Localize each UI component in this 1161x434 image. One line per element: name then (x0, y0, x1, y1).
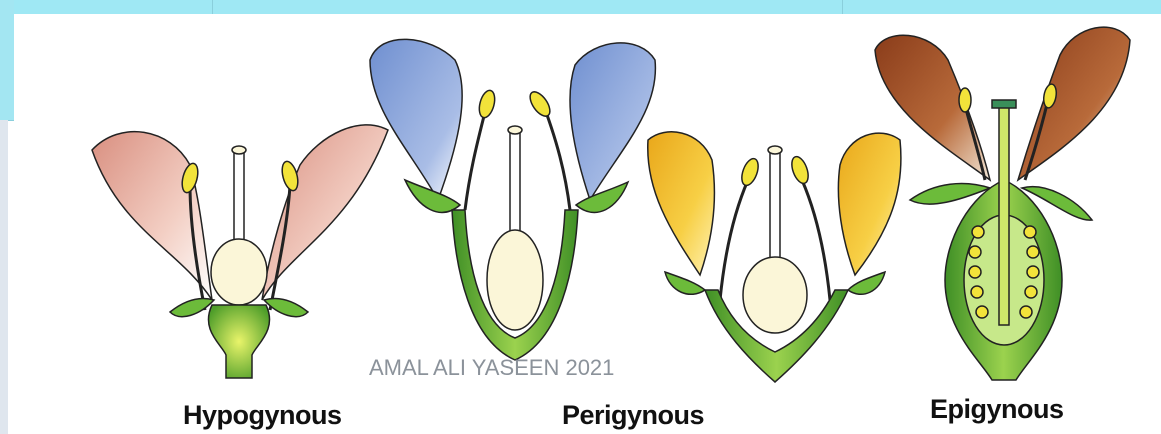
label-perigynous: Perigynous (562, 400, 704, 431)
perigynous-petal-left (370, 39, 462, 200)
hypogynous-sepal-left (170, 299, 214, 317)
perigynous-stigma (508, 126, 522, 134)
perigynous-petal-right (570, 43, 655, 200)
perigynous2-petal-left (648, 132, 715, 275)
perigynous2-petal-right (838, 133, 901, 275)
perigynous-flower-2 (648, 132, 901, 382)
hypogynous-petal-left (92, 132, 212, 300)
label-epigynous: Epigynous (930, 394, 1064, 425)
hypogynous-ovary (211, 239, 267, 305)
perigynous-stamen-left (465, 112, 485, 210)
perigynous-ovary (487, 230, 543, 330)
epigynous-anther-left (959, 88, 971, 112)
perigynous2-stigma (768, 146, 782, 154)
perigynous-sepal-right (576, 182, 628, 212)
perigynous-stamen-right (546, 112, 570, 210)
perigynous2-sepal-left (665, 272, 705, 294)
perigynous-anther-left (477, 89, 498, 120)
perigynous2-stamen-left (720, 180, 748, 300)
epigynous-style (999, 105, 1009, 325)
perigynous2-anther-right (789, 154, 812, 185)
watermark-text: AMAL ALI YASEEN 2021 (369, 355, 614, 381)
perigynous-style (510, 130, 520, 240)
perigynous2-ovary (743, 257, 807, 333)
hypogynous-anther-right (279, 160, 300, 193)
epigynous-stigma (992, 100, 1016, 108)
hypogynous-stigma (232, 146, 246, 154)
perigynous2-stamen-right (802, 180, 830, 300)
hypogynous-receptacle (208, 305, 269, 378)
epigynous-petal-right (1018, 27, 1130, 180)
perigynous-anther-right (526, 89, 554, 120)
epigynous-flower (875, 27, 1130, 380)
hypogynous-style (234, 150, 244, 240)
perigynous2-anther-left (739, 156, 762, 187)
label-hypogynous: Hypogynous (183, 400, 342, 431)
hypogynous-petal-right (262, 125, 388, 300)
perigynous2-sepal-right (848, 272, 885, 294)
perigynous2-style (770, 150, 780, 260)
perigynous-flower (370, 39, 655, 360)
hypogynous-flower (92, 125, 388, 378)
